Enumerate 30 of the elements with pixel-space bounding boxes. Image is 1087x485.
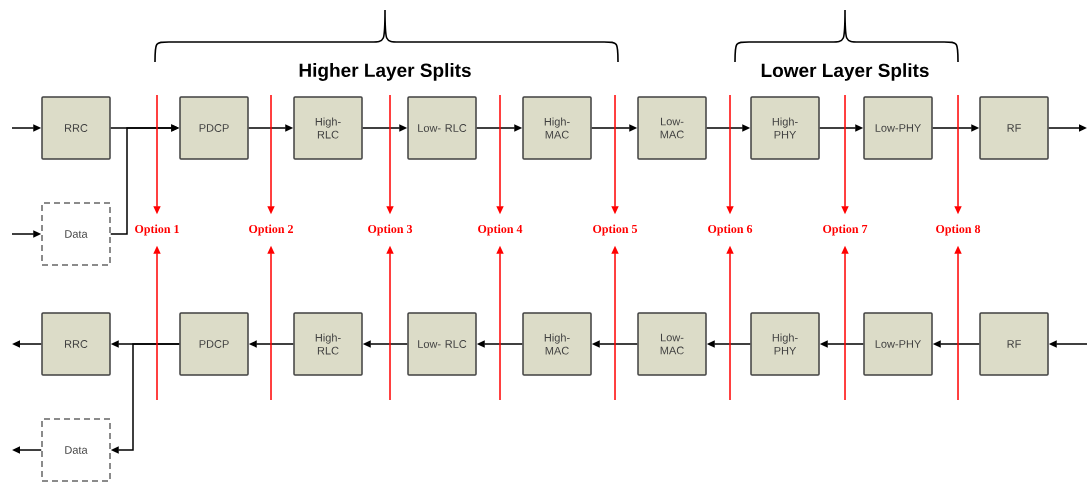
layer-label: Higher Layer Splits xyxy=(299,63,471,81)
process-box: RF xyxy=(979,312,1049,376)
option-label: Option 5 xyxy=(593,224,638,236)
process-box: Low- MAC xyxy=(637,312,707,376)
option-label: Option 1 xyxy=(135,224,179,236)
process-box: High- MAC xyxy=(522,312,592,376)
process-box: High- PHY xyxy=(750,312,820,376)
option-label: Option 8 xyxy=(936,224,981,236)
process-box: Low- RLC xyxy=(407,312,477,376)
process-box: High- MAC xyxy=(522,96,592,160)
option-label: Option 4 xyxy=(478,224,523,236)
process-box: High- RLC xyxy=(293,96,363,160)
data-box: Data xyxy=(41,418,111,482)
process-box: PDCP xyxy=(179,312,249,376)
process-box: Low- RLC xyxy=(407,96,477,160)
process-box: RF xyxy=(979,96,1049,160)
option-label: Option 3 xyxy=(368,224,413,236)
data-box: Data xyxy=(41,202,111,266)
process-box: Low- MAC xyxy=(637,96,707,160)
option-label: Option 6 xyxy=(708,224,753,236)
process-box: Low-PHY xyxy=(863,96,933,160)
option-label: Option 7 xyxy=(823,224,868,236)
layer-label: Lower Layer Splits xyxy=(761,63,929,81)
process-box: High- PHY xyxy=(750,96,820,160)
process-box: RRC xyxy=(41,96,111,160)
process-box: Low-PHY xyxy=(863,312,933,376)
process-box: PDCP xyxy=(179,96,249,160)
option-label: Option 2 xyxy=(249,224,293,236)
process-box: RRC xyxy=(41,312,111,376)
process-box: High- RLC xyxy=(293,312,363,376)
